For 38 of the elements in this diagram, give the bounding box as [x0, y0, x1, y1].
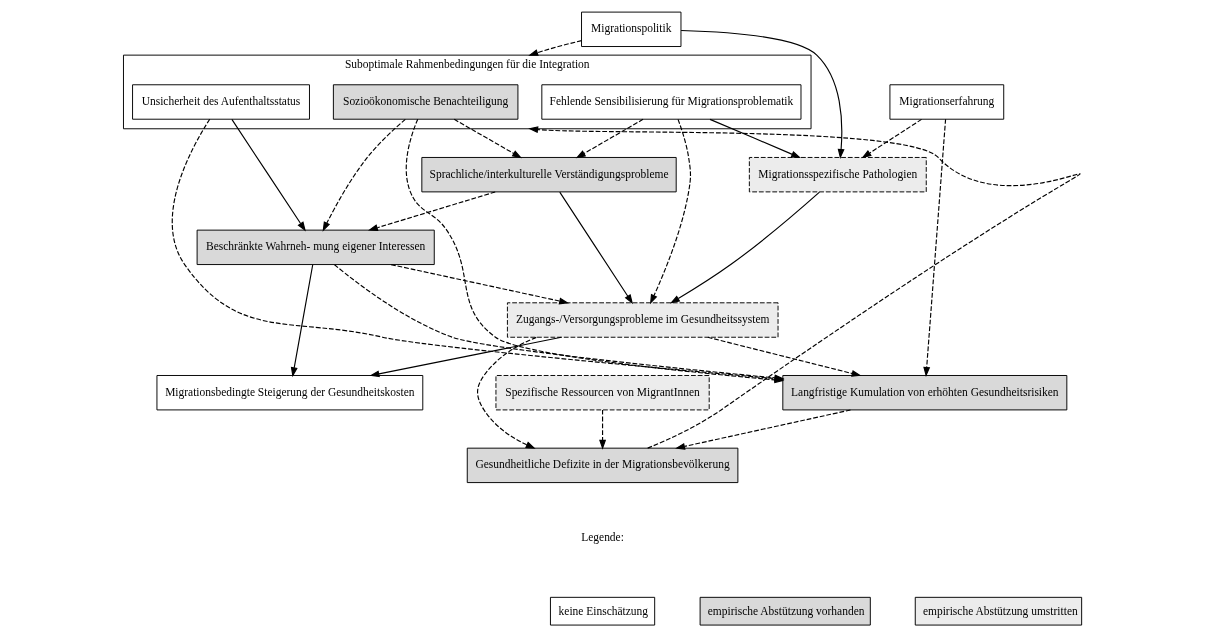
arrow	[669, 191, 820, 304]
node-box: Spezifische Ressourcen von MigrantInnen	[494, 375, 710, 411]
arrow	[453, 118, 522, 159]
arrow	[598, 409, 606, 450]
node-box: Unsicherheit des Aufenthaltsstatus	[131, 84, 310, 120]
arrow	[527, 126, 1080, 449]
node-box: Migrationsspezifische Pathologien	[748, 157, 927, 193]
legend-label: keine Einschätzung	[558, 604, 648, 617]
arrow	[708, 118, 801, 159]
node-box: Migrationsbedingte Steigerung der Gesundheitskosten	[155, 375, 423, 411]
arrow	[680, 29, 845, 159]
arrow	[368, 336, 562, 378]
arrow	[367, 191, 496, 231]
arrow	[575, 118, 644, 159]
arrow	[322, 118, 406, 232]
label: Legende:	[580, 531, 624, 544]
arrow	[476, 336, 537, 449]
node-box: Sozioökonomische Benachteiligung	[332, 84, 518, 120]
arrow	[290, 264, 313, 378]
legend-label: empirische Abstützung vorhanden	[707, 604, 864, 617]
node-box: Migrationspolitik	[580, 11, 681, 47]
arrow	[674, 409, 851, 450]
arrow	[558, 191, 633, 305]
arrow	[527, 40, 582, 56]
node-box: Beschränkte Wahrneh- mung eigener Interessen	[196, 229, 435, 266]
arrow	[230, 118, 306, 232]
legend-label: empirische Abstützung umstritten	[922, 604, 1078, 617]
node-box: Zugangs-/Versorgungsprobleme im Gesundheitssystem	[506, 302, 778, 338]
node-box: Migrationserfahrung	[888, 84, 1004, 120]
node-box: Sprachliche/interkulturelle Verständigungsprobleme	[420, 157, 677, 193]
arrow	[922, 118, 946, 377]
node-box: Langfristige Kumulation von erhöhten Gesundheitsrisiken	[781, 375, 1067, 411]
arrow	[706, 336, 862, 377]
arrow	[861, 118, 922, 159]
node-box: Gesundheitliche Defizite in der Migrationsbevölkerung	[466, 447, 738, 484]
arrow	[649, 118, 691, 305]
arrow	[390, 264, 569, 305]
node-box: Fehlende Sensibilisierung für Migrationsproblematik	[540, 84, 801, 120]
